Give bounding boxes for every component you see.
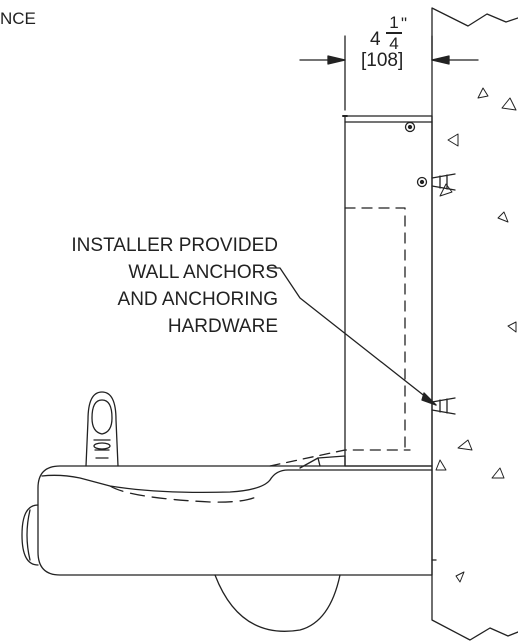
- wall-anchor-upper: [431, 173, 456, 191]
- callout-line-2: WALL ANCHORS: [128, 262, 278, 283]
- callout-line-1: INSTALLER PROVIDED: [71, 235, 278, 256]
- dimension-fraction-denominator: 4: [389, 33, 399, 53]
- wall-anchor-lower: [431, 397, 456, 415]
- partial-note-text: NCE: [0, 9, 36, 28]
- fraction-bar: [386, 32, 402, 34]
- anchor-callout-note: INSTALLER PROVIDED WALL ANCHORS AND ANCH…: [71, 232, 278, 340]
- callout-line-3: AND ANCHORING: [117, 289, 278, 310]
- bubbler-head: [85, 391, 119, 467]
- hidden-bracket-lines: [344, 207, 406, 451]
- dimension-inch-mark: ": [401, 14, 408, 33]
- wall-section: [431, 7, 518, 641]
- dimension-metric: [108]: [361, 50, 404, 71]
- fountain-basin: [21, 455, 437, 632]
- callout-line-4: HARDWARE: [167, 316, 278, 337]
- dimension-whole-number: 4: [370, 29, 381, 50]
- dimension-fraction-numerator: 1: [389, 13, 399, 32]
- wall-aggregate-marks: [435, 87, 517, 583]
- callout-leader-line: [267, 267, 437, 406]
- cabinet-outline: [342, 115, 433, 467]
- dimension-fraction: 1 4: [386, 14, 402, 52]
- dimension-lines: [299, 35, 479, 111]
